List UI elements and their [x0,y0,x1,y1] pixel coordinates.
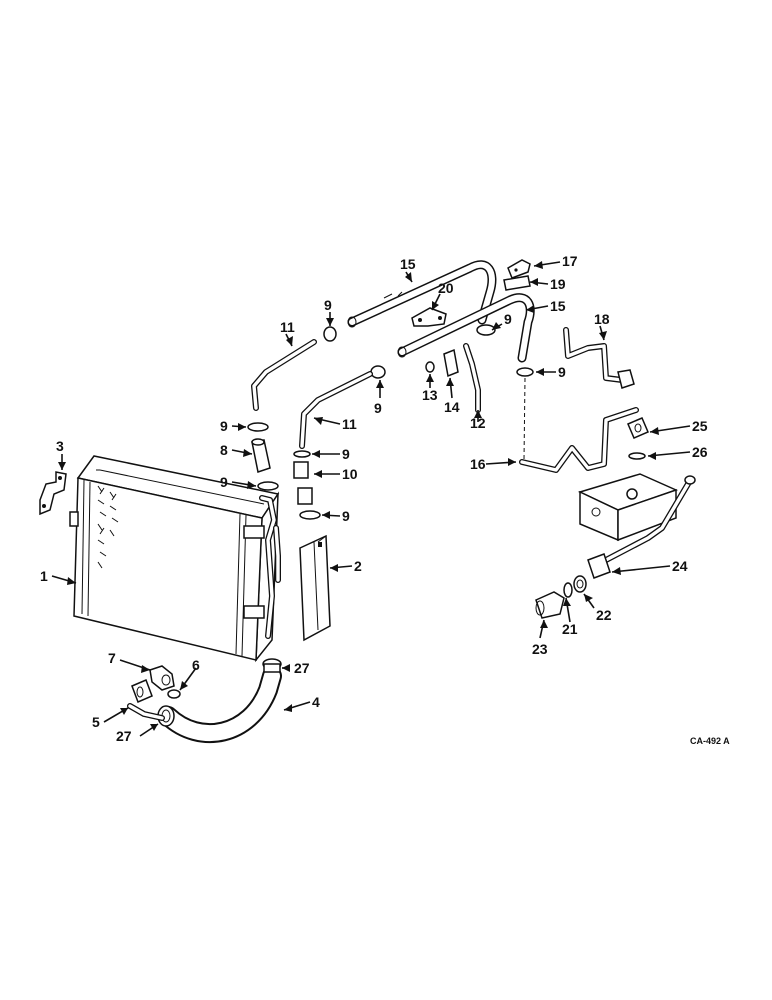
callout-9-a: 9 [324,297,332,313]
callout-10: 10 [342,466,358,482]
bracket-3 [39,471,67,516]
callout-13: 13 [422,387,438,403]
callout-27-b: 27 [116,728,132,744]
clamp-9-g [476,324,496,336]
callout-15-b: 15 [550,298,566,314]
callout-7: 7 [108,650,116,666]
callout-21: 21 [562,621,578,637]
oil-cooler-core [69,455,280,663]
tube-16 [519,407,639,473]
o-ring-6 [167,689,181,699]
callout-15-a: 15 [400,256,416,272]
callout-17: 17 [562,253,578,269]
hose-10 [293,461,313,505]
callout-19: 19 [550,276,566,292]
fitting-25 [627,417,649,439]
callout-24: 24 [672,558,688,574]
baffle-plate [299,534,331,642]
callout-9-e: 9 [220,474,228,490]
clamp-9-c [247,422,269,432]
clamp-17 [507,259,531,279]
clamp-9-a [323,326,337,342]
cooler-side-tab [69,511,79,527]
tube-fitting-nut [131,679,153,703]
callout-9-f: 9 [342,508,350,524]
callout-9-b: 9 [374,400,382,416]
drawing-code: CA-492 A [690,736,730,746]
pipe-24-end [684,475,696,485]
pipe-24-nut [587,553,611,579]
clamp-9-b [370,365,386,379]
callout-1: 1 [40,568,48,584]
clamp-9-h [516,367,534,377]
bolt-23 [535,591,565,619]
valve-block [577,473,679,542]
callout-9-h: 9 [558,364,566,380]
clamp-9-e [257,481,279,491]
callout-23: 23 [532,641,548,657]
callout-9-c: 9 [220,418,228,434]
callout-12: 12 [470,415,486,431]
nut-13 [425,361,435,373]
clamp-9-f [299,510,321,520]
callout-4: 4 [312,694,320,710]
cooler-upper-bracket [243,525,265,539]
callout-9-d: 9 [342,446,350,462]
tube-11-lower [299,371,373,449]
washer-21 [563,582,573,598]
callout-11-b: 11 [342,416,357,432]
callout-5: 5 [92,714,100,730]
callout-14: 14 [444,399,460,415]
clamp-9-d [293,450,311,458]
callout-6: 6 [192,657,200,673]
callout-9-g: 9 [504,311,512,327]
callout-labels: 1 2 3 4 5 6 7 8 9 9 9 9 9 9 9 9 10 11 11… [40,253,708,744]
seal-26 [628,452,646,460]
callout-22: 22 [596,607,612,623]
clamp-19 [503,275,531,291]
callout-8: 8 [220,442,228,458]
callout-3: 3 [56,438,64,454]
callout-2: 2 [354,558,362,574]
callout-18: 18 [594,311,610,327]
leader-arrowheads [58,261,659,731]
callout-20: 20 [438,280,454,296]
cooler-fins [97,485,119,569]
clamp-20 [411,307,447,327]
connector-7 [149,665,175,691]
hose-8 [251,438,271,473]
callout-27-a: 27 [294,660,310,676]
washer-22 [573,575,587,593]
hose-clamp-27-upper [262,658,282,673]
callout-11-a: 11 [280,319,295,335]
callout-26: 26 [692,444,708,460]
callout-16: 16 [470,456,486,472]
clip-14 [443,348,459,378]
callout-25: 25 [692,418,708,434]
tube-18-nut [617,369,635,389]
cooler-lower-bracket [243,605,265,619]
